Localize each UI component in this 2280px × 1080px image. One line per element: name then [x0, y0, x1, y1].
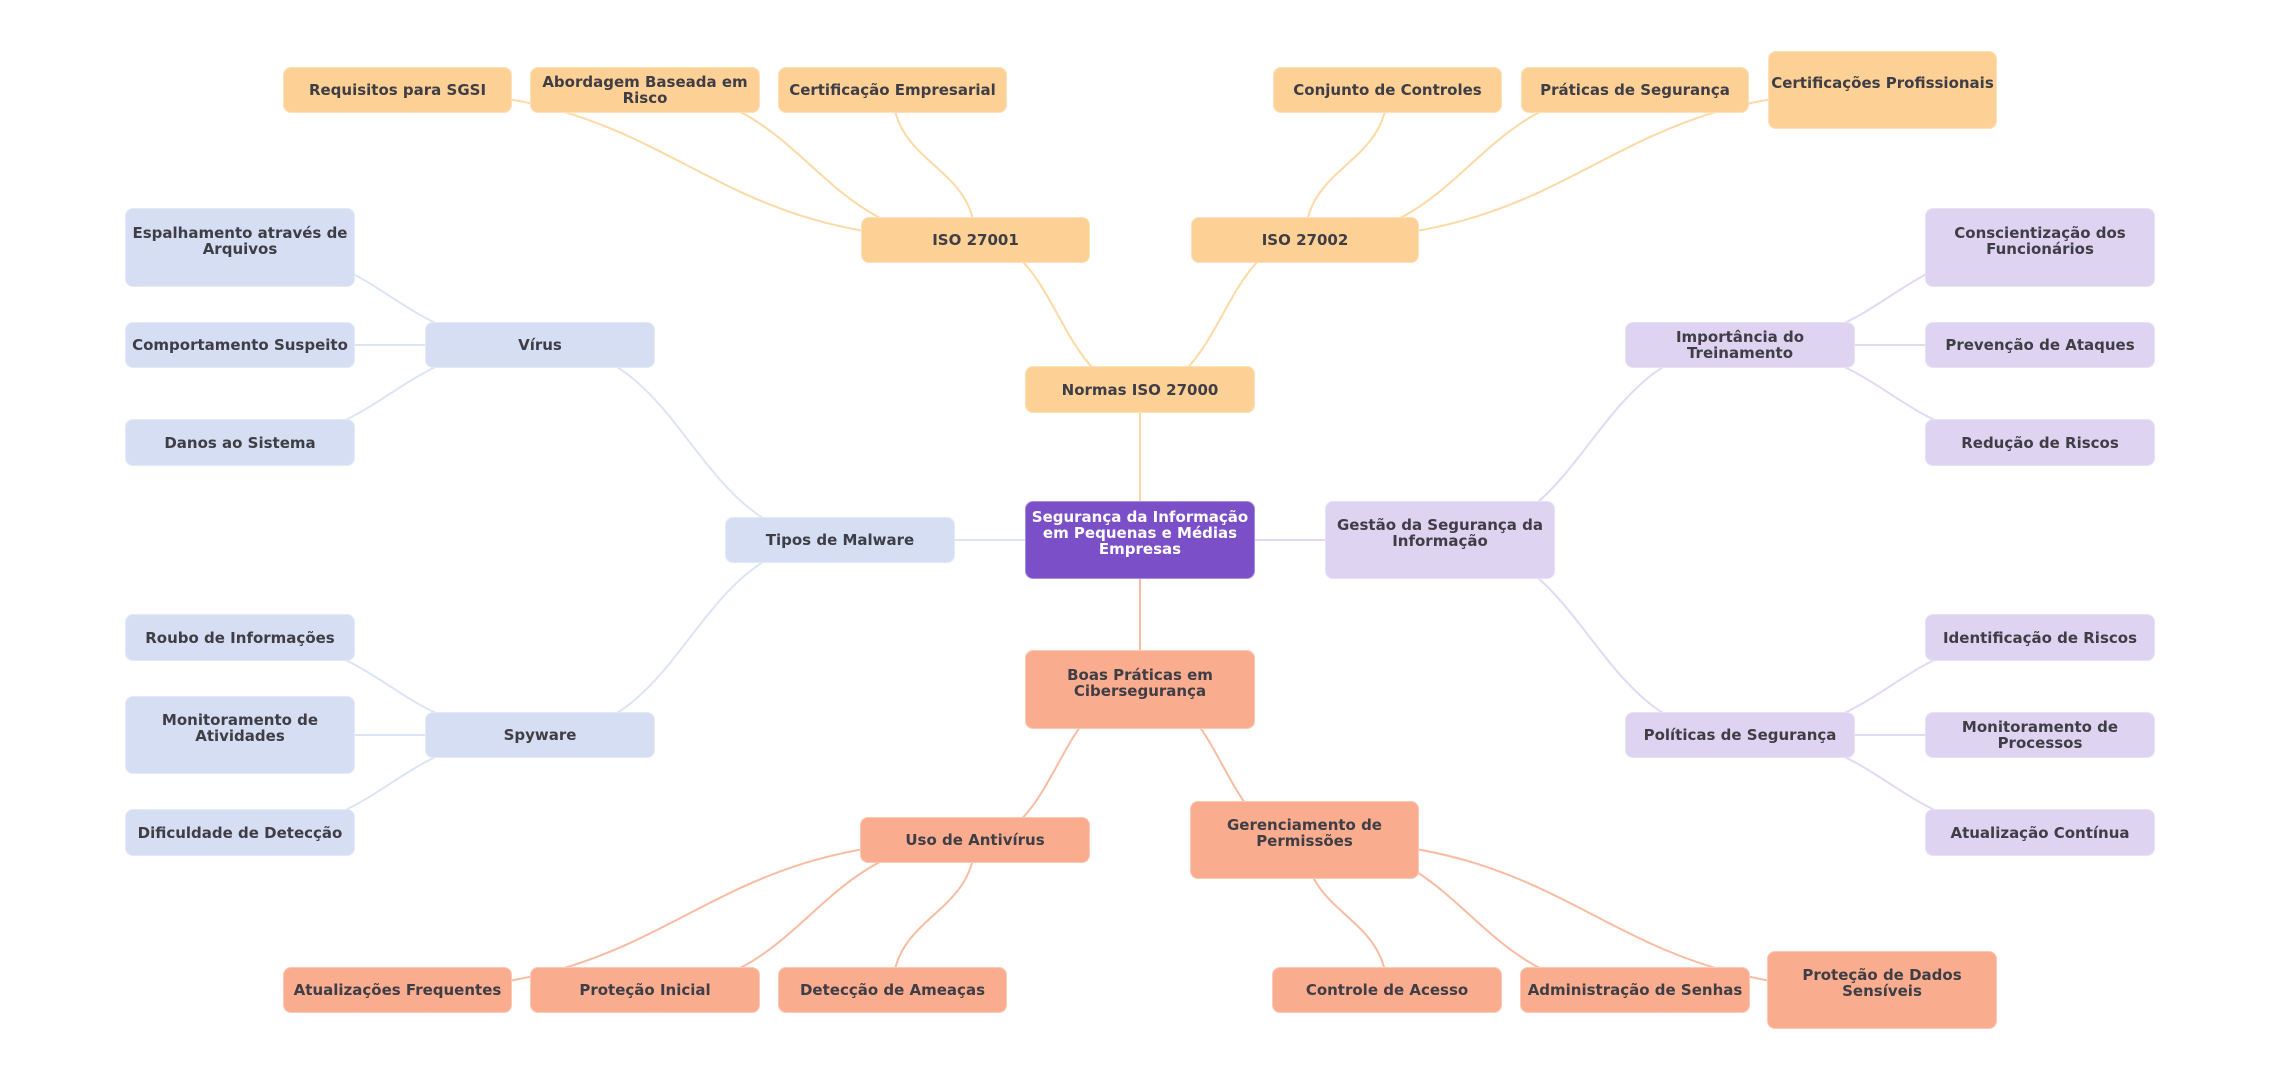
node-label: Segurança da Informação em Pequenas e Mé… — [1031, 508, 1249, 558]
node-label: Comportamento Suspeito — [132, 336, 348, 354]
node-atualizacoes-frequentes[interactable]: Atualizações Frequentes — [283, 967, 512, 1013]
node-label: Atualizações Frequentes — [293, 981, 502, 999]
node-prevencao-ataques[interactable]: Prevenção de Ataques — [1925, 322, 2155, 368]
node-comportamento-suspeito[interactable]: Comportamento Suspeito — [125, 322, 355, 368]
node-label: ISO 27002 — [1261, 231, 1349, 249]
node-label: Dificuldade de Detecção — [137, 823, 343, 842]
node-label: Controle de Acesso — [1305, 981, 1469, 999]
node-label: Conjunto de Controles — [1293, 81, 1482, 99]
node-label: Políticas de Segurança — [1643, 726, 1837, 744]
node-monitoramento-atividades[interactable]: Monitoramento de Atividades — [125, 696, 355, 774]
connector-malware-spyware — [539, 539, 841, 736]
connector-malware-virus — [539, 344, 841, 541]
node-espalhamento-arquivos[interactable]: Espalhamento através de Arquivos — [125, 208, 355, 287]
node-conscientizacao-funcionarios[interactable]: Conscientização dos Funcionários — [1925, 208, 2155, 287]
node-label: Gestão da Segurança da Informação — [1336, 516, 1543, 550]
node-requisitos-sgsi[interactable]: Requisitos para SGSI — [283, 67, 512, 113]
node-protecao-inicial[interactable]: Proteção Inicial — [530, 967, 760, 1013]
node-label: Proteção Inicial — [579, 981, 711, 999]
node-iso-27002[interactable]: ISO 27002 — [1191, 217, 1419, 263]
node-label: Redução de Riscos — [1961, 433, 2119, 452]
node-certificacoes-profissionais[interactable]: Certificações Profissionais — [1768, 51, 1997, 129]
node-label: Identificação de Riscos — [1942, 628, 2138, 647]
node-root[interactable]: Segurança da Informação em Pequenas e Mé… — [1025, 501, 1255, 579]
node-label: Spyware — [503, 726, 577, 744]
node-virus[interactable]: Vírus — [425, 322, 655, 368]
node-iso-27001[interactable]: ISO 27001 — [861, 217, 1090, 263]
node-label: Tipos de Malware — [765, 531, 915, 549]
node-label: Administração de Senhas — [1527, 981, 1743, 999]
node-label: Proteção de Dados Sensíveis — [1802, 966, 1962, 1000]
node-label: Requisitos para SGSI — [308, 81, 487, 99]
node-label: Danos ao Sistema — [164, 433, 316, 452]
node-label: Importância do Treinamento — [1675, 328, 1805, 362]
node-label: Monitoramento de Atividades — [161, 711, 319, 745]
node-monitoramento-processos[interactable]: Monitoramento de Processos — [1925, 712, 2155, 758]
node-abordagem-risco[interactable]: Abordagem Baseada em Risco — [530, 67, 760, 113]
node-certificacao-empresarial[interactable]: Certificação Empresarial — [778, 67, 1007, 113]
node-label: Gerenciamento de Permissões — [1227, 816, 1382, 850]
node-label: Práticas de Segurança — [1540, 81, 1730, 99]
node-label: Certificação Empresarial — [789, 81, 996, 99]
node-label: Conscientização dos Funcionários — [1954, 223, 2126, 258]
connector-antivirus-deteccao — [891, 839, 976, 991]
node-danos-sistema[interactable]: Danos ao Sistema — [125, 419, 355, 466]
node-label: Uso de Antivírus — [905, 831, 1045, 849]
node-identificacao-riscos[interactable]: Identificação de Riscos — [1925, 614, 2155, 661]
node-protecao-dados-sensiveis[interactable]: Proteção de Dados Sensíveis — [1767, 951, 1997, 1029]
node-deteccao-ameacas[interactable]: Detecção de Ameaças — [778, 967, 1007, 1013]
node-roubo-informacoes[interactable]: Roubo de Informações — [125, 614, 355, 661]
node-label: Roubo de Informações — [145, 628, 335, 647]
node-politicas-seguranca[interactable]: Políticas de Segurança — [1625, 712, 1855, 758]
node-administracao-senhas[interactable]: Administração de Senhas — [1520, 967, 1750, 1013]
node-gestao-seguranca[interactable]: Gestão da Segurança da Informação — [1325, 501, 1555, 579]
connector-iso27001-cert_emp — [891, 89, 977, 241]
node-label: ISO 27001 — [932, 231, 1019, 249]
node-conjunto-controles[interactable]: Conjunto de Controles — [1273, 67, 1502, 113]
connector-iso27002-conjunto — [1304, 89, 1389, 241]
node-label: Certificações Profissionais — [1771, 74, 1994, 92]
node-reducao-riscos[interactable]: Redução de Riscos — [1925, 419, 2155, 466]
node-praticas-seguranca[interactable]: Práticas de Segurança — [1521, 67, 1749, 113]
node-spyware[interactable]: Spyware — [425, 712, 655, 758]
node-dificuldade-deteccao[interactable]: Dificuldade de Detecção — [125, 809, 355, 856]
node-label: Boas Práticas em Cibersegurança — [1067, 665, 1213, 700]
node-label: Abordagem Baseada em Risco — [542, 73, 748, 107]
node-normas-iso-27000[interactable]: Normas ISO 27000 — [1025, 366, 1255, 413]
node-label: Espalhamento através de Arquivos — [132, 223, 348, 258]
node-label: Monitoramento de Processos — [1961, 718, 2119, 752]
node-uso-antivirus[interactable]: Uso de Antivírus — [860, 817, 1090, 863]
node-importancia-treinamento[interactable]: Importância do Treinamento — [1625, 322, 1855, 368]
node-label: Detecção de Ameaças — [799, 981, 985, 999]
node-label: Normas ISO 27000 — [1061, 380, 1219, 399]
node-boas-praticas[interactable]: Boas Práticas em Cibersegurança — [1025, 650, 1255, 729]
node-controle-acesso[interactable]: Controle de Acesso — [1272, 967, 1502, 1013]
node-label: Prevenção de Ataques — [1945, 336, 2135, 354]
node-tipos-malware[interactable]: Tipos de Malware — [725, 517, 955, 563]
node-label: Atualização Contínua — [1950, 823, 2130, 842]
node-gerenciamento-permissoes[interactable]: Gerenciamento de Permissões — [1190, 801, 1419, 879]
node-atualizacao-continua[interactable]: Atualização Contínua — [1925, 809, 2155, 856]
node-label: Vírus — [518, 336, 562, 354]
